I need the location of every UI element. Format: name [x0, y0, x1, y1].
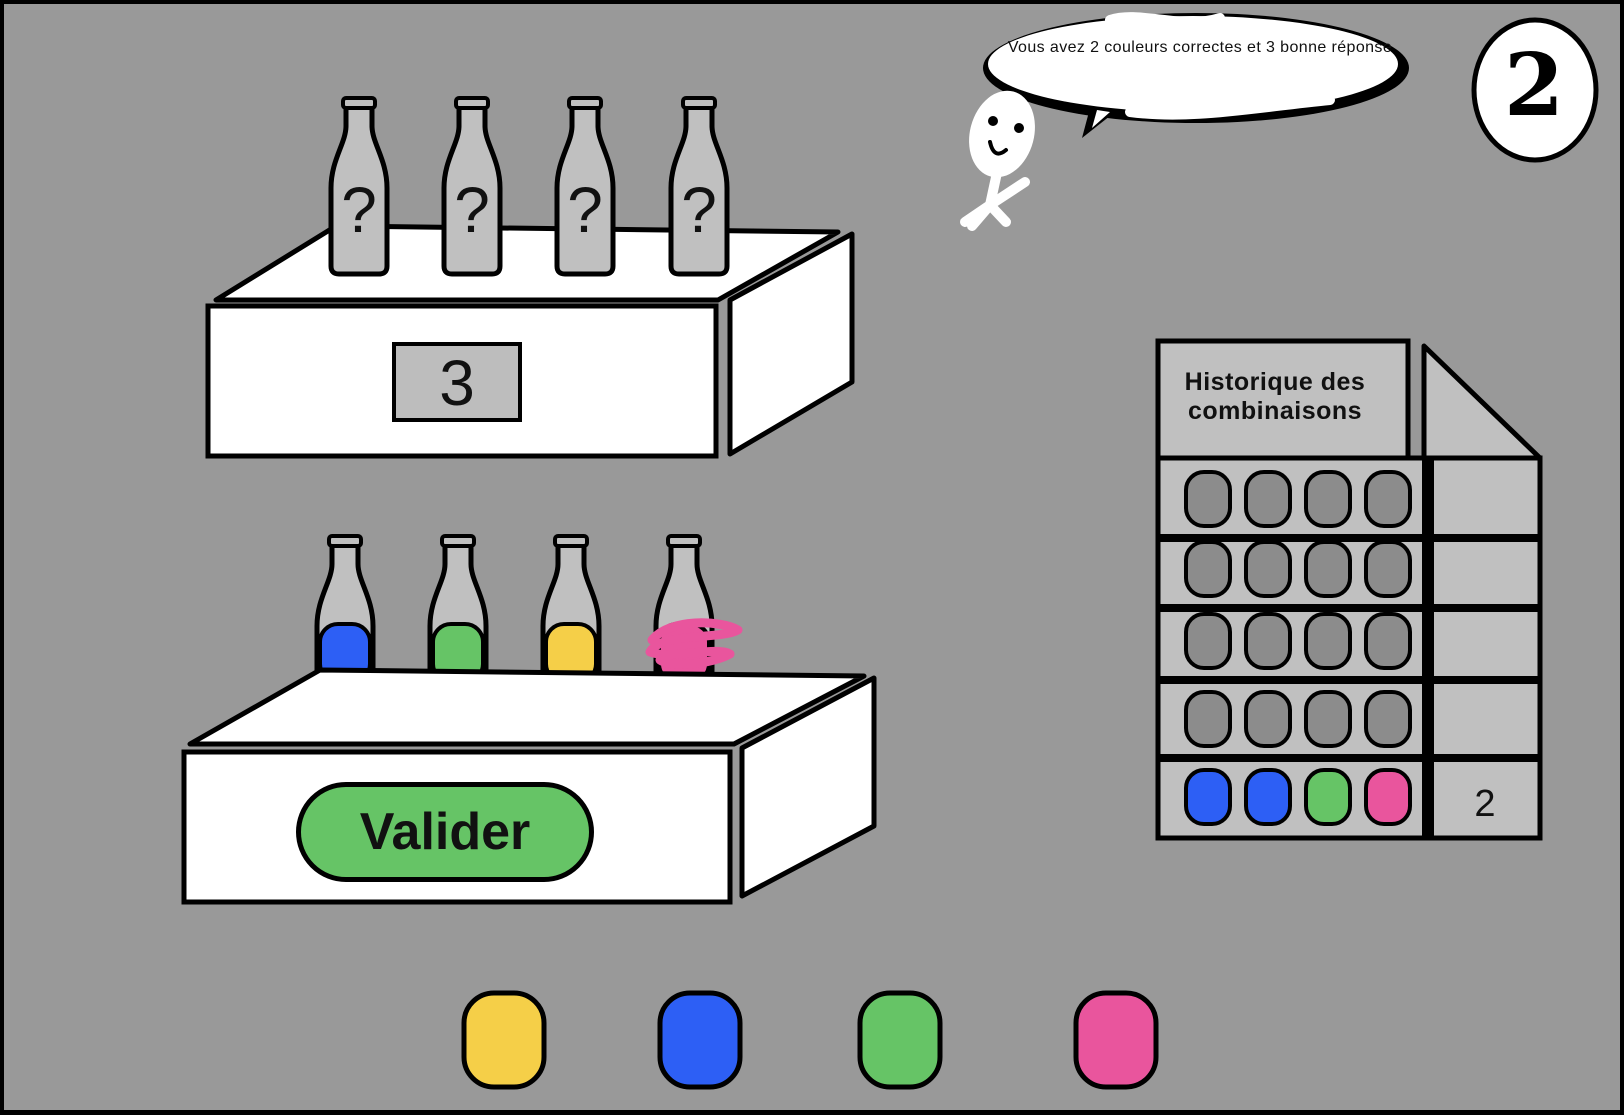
palette-swatch-yellow[interactable] [461, 990, 547, 1090]
history-peg [1184, 690, 1232, 748]
hidden-bottle: ? [328, 96, 390, 277]
history-peg [1184, 540, 1232, 598]
history-peg [1364, 690, 1412, 748]
history-peg [1364, 768, 1412, 826]
history-peg [1304, 540, 1352, 598]
validate-button[interactable]: Valider [296, 782, 594, 882]
history-row [1158, 612, 1540, 684]
history-column-divider [1422, 458, 1434, 838]
score-value: 2 [1504, 35, 1564, 136]
palette-swatch-green[interactable] [857, 990, 943, 1090]
history-peg [1184, 768, 1232, 826]
attempt-counter: 3 [392, 342, 522, 422]
pink-scribble [645, 618, 743, 669]
history-peg [1364, 470, 1412, 528]
history-row-divider [1158, 754, 1540, 762]
stick-figure-character [960, 90, 1035, 231]
hidden-bottle-label: ? [454, 174, 490, 246]
speech-bubble [983, 12, 1409, 138]
history-row [1158, 540, 1540, 612]
history-peg [1364, 540, 1412, 598]
history-peg [1184, 612, 1232, 670]
history-row-divider [1158, 676, 1540, 684]
hidden-bottle-label: ? [567, 174, 603, 246]
history-row [1158, 690, 1540, 762]
history-row-divider [1158, 534, 1540, 542]
history-last-result: 2 [1474, 783, 1496, 825]
history-peg [1244, 612, 1292, 670]
guess-bottle[interactable] [540, 534, 602, 715]
history-rows [1158, 458, 1540, 838]
hidden-combination-crate: ???? [205, 96, 855, 459]
history-peg [1244, 768, 1292, 826]
history-peg [1304, 690, 1352, 748]
history-row [1184, 768, 1412, 826]
speech-message: Vous avez 2 couleurs correctes et 3 bonn… [1007, 39, 1393, 56]
color-palette [461, 990, 1159, 1090]
hidden-bottle: ? [554, 96, 616, 277]
history-peg [1304, 612, 1352, 670]
history-peg [1184, 470, 1232, 528]
score-badge [1471, 17, 1599, 163]
hidden-bottle-label: ? [681, 174, 717, 246]
history-peg [1244, 470, 1292, 528]
history-peg [1244, 690, 1292, 748]
history-peg [1244, 540, 1292, 598]
palette-swatch-pink[interactable] [1073, 990, 1159, 1090]
palette-swatch-blue[interactable] [657, 990, 743, 1090]
history-row-divider [1158, 604, 1540, 612]
history-row [1158, 470, 1540, 542]
history-peg [1364, 612, 1412, 670]
hidden-bottle: ? [441, 96, 503, 277]
history-panel [1155, 338, 1543, 841]
hidden-bottle-label: ? [341, 174, 377, 246]
history-peg [1304, 470, 1352, 528]
history-title: Historique des combinaisons [1184, 368, 1366, 425]
hidden-bottles: ???? [328, 96, 730, 277]
hidden-bottle: ? [668, 96, 730, 277]
history-peg [1304, 768, 1352, 826]
